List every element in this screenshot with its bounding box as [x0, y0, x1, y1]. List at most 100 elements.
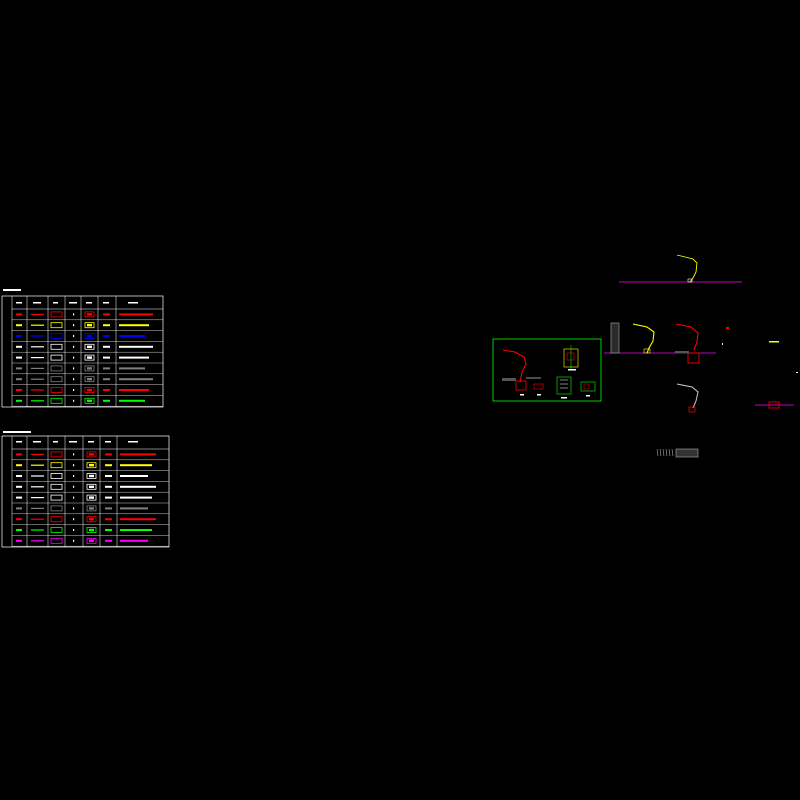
legend-code-mark [16, 378, 22, 381]
legend-fill-sample [84, 376, 95, 383]
red-crane-base [687, 352, 700, 364]
legend-code-mark [16, 507, 22, 510]
legend-tick-mark [73, 345, 75, 348]
legend-description-mark [120, 453, 156, 456]
legend-table-1-rows [12, 311, 163, 407]
legend-tick-mark [73, 324, 75, 327]
top-elevation [619, 254, 742, 283]
legend-description-mark [119, 367, 145, 370]
legend-code-mark [16, 453, 22, 456]
legend-tick-mark [73, 367, 75, 370]
legend-box-sample [50, 451, 63, 458]
legend-description-mark [120, 507, 148, 510]
legend-box-sample [50, 376, 63, 383]
legend-fill-sample [86, 537, 97, 544]
legend-row [12, 462, 169, 471]
legend-row [12, 365, 163, 374]
legend-type-mark [103, 335, 110, 337]
legend-fill-sample [86, 516, 97, 523]
legend-fill-sample [84, 343, 95, 350]
legend-description-mark [119, 399, 145, 402]
middle-elevation [604, 322, 798, 373]
legend-box-sample [50, 333, 63, 339]
legend-type-mark [105, 475, 112, 477]
legend-fill-sample [84, 397, 95, 404]
legend-description-mark [120, 485, 156, 488]
legend-description-mark [119, 389, 149, 391]
legend-type-mark [105, 496, 112, 499]
legend-fill-sample [84, 354, 95, 361]
legend-row [12, 473, 169, 482]
legend-table-1 [1, 289, 164, 408]
legend-code-mark [16, 485, 22, 488]
red-crane-arm [675, 323, 699, 351]
lower-red-base [768, 401, 780, 409]
detail-crane-base [515, 380, 527, 391]
legend-type-mark [105, 507, 112, 510]
legend-tick-mark [73, 475, 75, 477]
legend-code-mark [16, 496, 22, 499]
legend-fill-sample [84, 387, 95, 393]
legend-description-mark [120, 464, 152, 467]
legend-box-sample [50, 322, 63, 329]
legend-tick-mark [73, 313, 75, 316]
legend-description-mark [119, 324, 149, 327]
legend-fill-sample [84, 322, 95, 329]
spring-housing [675, 448, 699, 458]
legend-type-mark [103, 313, 110, 316]
white-crane-arm [676, 383, 699, 409]
legend-row [12, 516, 169, 525]
legend-row [12, 322, 163, 331]
legend-box-sample [50, 483, 63, 490]
legend-row [12, 483, 169, 493]
legend-row [12, 387, 163, 396]
legend-type-mark [103, 378, 110, 381]
coil-spring [656, 448, 674, 457]
legend-table-2-header-marks [16, 441, 138, 443]
legend-box-sample [50, 354, 63, 361]
detail-frame-border [492, 338, 602, 402]
legend-row [12, 505, 169, 514]
legend-tick-mark [73, 464, 75, 467]
legend-type-mark [103, 324, 110, 327]
legend-row [12, 333, 163, 342]
legend-box-sample [50, 537, 63, 544]
legend-description-mark [120, 518, 156, 521]
top-crane-arm [676, 254, 698, 283]
legend-tick-mark [73, 389, 75, 391]
legend-fill-sample [86, 505, 97, 512]
legend-description-mark [119, 345, 153, 348]
legend-box-sample [50, 311, 63, 318]
legend-table-1-title-mark [3, 289, 21, 291]
legend-tick-mark [73, 529, 75, 531]
legend-description-mark [120, 496, 152, 499]
legend-type-mark [105, 453, 112, 456]
legend-type-mark [105, 539, 112, 542]
legend-row [12, 354, 163, 364]
legend-code-mark [16, 539, 22, 542]
legend-tick-mark [73, 399, 75, 402]
legend-tick-mark [73, 453, 75, 456]
legend-code-mark [16, 324, 22, 327]
legend-table-1-frame [1, 295, 164, 408]
legend-row [12, 527, 169, 536]
lower-elevation [676, 383, 794, 413]
detail-frame [492, 338, 602, 402]
legend-fill-sample [86, 527, 97, 533]
legend-description-mark [119, 313, 153, 316]
legend-fill-sample [84, 365, 95, 372]
legend-type-mark [105, 485, 112, 488]
legend-code-mark [16, 367, 22, 370]
legend-type-mark [105, 518, 112, 521]
legend-code-mark [16, 313, 22, 316]
legend-tick-mark [73, 378, 75, 381]
legend-description-mark [119, 335, 145, 337]
legend-box-sample [50, 387, 63, 393]
legend-type-mark [103, 389, 110, 391]
legend-code-mark [16, 356, 22, 359]
legend-row [12, 451, 169, 460]
legend-box-sample [50, 516, 63, 523]
legend-row [12, 494, 169, 504]
legend-code-mark [16, 518, 22, 521]
